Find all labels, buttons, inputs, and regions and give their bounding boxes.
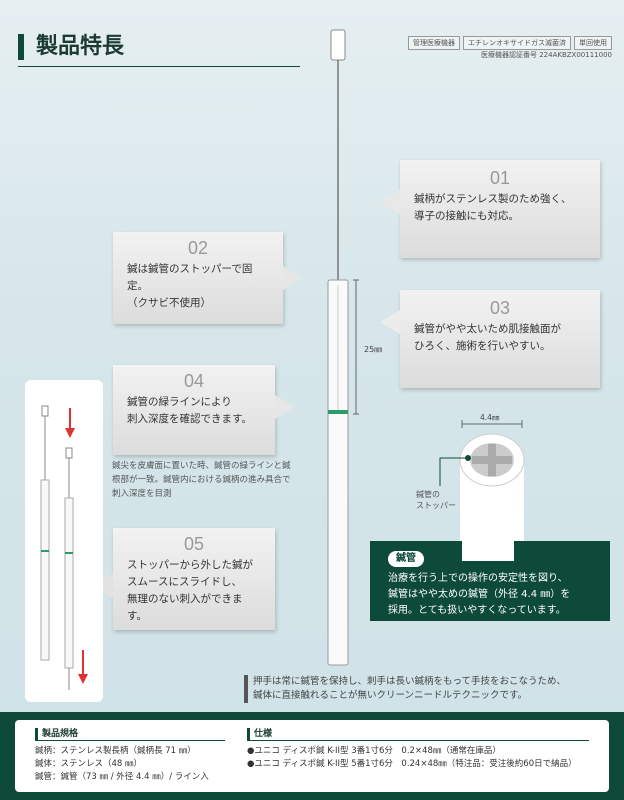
feature-text: （クサビ不使用） xyxy=(127,297,211,309)
title-underline xyxy=(18,66,300,67)
spec-panel: 製品規格 鍼柄：ステンレス製長柄（鍼柄長 71 ㎜） 鍼体：ステンレス（48 ㎜… xyxy=(15,720,609,792)
stopper-label: 鍼管のストッパー xyxy=(416,489,456,511)
page-title: 製品特長 xyxy=(18,34,124,60)
description-line: 押手は常に鍼管を保持し、刺手は長い鍼柄をもって手技をおこなうため、 xyxy=(253,676,567,687)
feature-number: 05 xyxy=(183,534,205,554)
detail-line: ●ユニコ ディスポ鍼 K-II型 3番1寸6分 0.2×48㎜（通常在庫品） xyxy=(247,746,501,756)
badge: 単回使用 xyxy=(574,36,612,50)
stopper-label-line: ストッパー xyxy=(416,501,456,510)
feature-text: 刺入深度を確認できます。 xyxy=(127,413,252,425)
depth-note: 鍼尖を皮膚面に置いた時、鍼管の緑ラインと鍼根部が一致。鍼管内における鍼柄の進み具… xyxy=(112,461,291,499)
technique-description: 押手は常に鍼管を保持し、刺手は長い鍼柄をもって手技をおこなうため、 鍼体に直接触… xyxy=(244,675,566,703)
feature-number: 01 xyxy=(489,168,511,188)
badge: 管理医療機器 xyxy=(408,36,460,50)
detail-heading: 仕様 xyxy=(247,728,589,741)
certification-number: 医療機器認証番号 224AKBZX00111000 xyxy=(481,51,612,59)
spec-line: 鍼管：鍼管（73 ㎜ / 外径 4.4 ㎜）/ ライン入 xyxy=(35,772,209,782)
badge: エチレンオキサイドガス滅菌済 xyxy=(463,36,571,50)
detail-line: ●ユニコ ディスポ鍼 K-II型 5番1寸6分 0.24×48㎜（特注品：受注後… xyxy=(247,759,577,769)
feature-text: 鍼管がやや太いため肌接触面が xyxy=(414,323,561,335)
feature-text: 鍼管の緑ラインにより xyxy=(127,396,232,408)
arrow-down-icon xyxy=(65,408,75,438)
feature-text: 鍼柄がステンレス製のため強く、 xyxy=(414,193,572,205)
feature-box-04: 04 鍼管の緑ラインにより刺入深度を確認できます。 xyxy=(113,365,295,455)
dimension-4-4mm: 4.4㎜ xyxy=(480,413,500,422)
tube-label: 鍼管 xyxy=(388,551,424,567)
feature-text: ストッパーから外した鍼が xyxy=(127,559,253,571)
arrow-down-icon xyxy=(78,650,88,684)
tube-text: 採用。とても扱いやすくなっています。 xyxy=(388,605,566,616)
tube-text: 鍼管はやや太めの鍼管（外径 4.4 ㎜）を xyxy=(388,589,571,600)
feature-box-03: 03 鍼管がやや太いため肌接触面がひろく、施術を行いやすい。 xyxy=(380,290,600,388)
slide-illustration xyxy=(25,380,103,702)
needle-illustration xyxy=(327,29,359,666)
feature-number: 03 xyxy=(489,298,511,318)
feature-text: スムースにスライドし、 xyxy=(127,576,242,588)
tube-closeup-base xyxy=(462,541,514,561)
regulatory-badges: 管理医療機器 エチレンオキサイドガス滅菌済 単回使用 xyxy=(405,36,612,50)
description-line: 鍼体に直接触れることが無いクリーンニードルテクニックです。 xyxy=(253,690,528,701)
feature-text: 無理のない刺入ができます。 xyxy=(127,593,243,622)
feature-box-02: 02 鍼は鍼管のストッパーで固定。 （クサビ不使用） xyxy=(113,232,303,324)
tube-closeup xyxy=(439,420,525,545)
spec-line: 鍼柄：ステンレス製長柄（鍼柄長 71 ㎜） xyxy=(35,746,196,756)
feature-box-01: 01 鍼柄がステンレス製のため強く、導子の接触にも対応。 xyxy=(380,160,600,258)
spec-line: 鍼体：ステンレス（48 ㎜） xyxy=(35,759,143,769)
feature-text: ひろく、施術を行いやすい。 xyxy=(414,340,551,352)
tube-text: 治療を行う上での操作の安定性を図り、 xyxy=(388,573,568,584)
feature-text: 鍼は鍼管のストッパーで固定。 xyxy=(127,263,253,292)
feature-text: 導子の接触にも対応。 xyxy=(414,210,519,222)
stopper-label-line: 鍼管の xyxy=(416,490,440,499)
feature-box-05: 05 ストッパーから外した鍼がスムースにスライドし、無理のない刺入ができます。 xyxy=(89,528,275,630)
spec-heading: 製品規格 xyxy=(35,728,225,741)
feature-number: 04 xyxy=(183,371,205,391)
dimension-25mm: 25㎜ xyxy=(364,345,383,354)
feature-number: 02 xyxy=(187,238,209,258)
